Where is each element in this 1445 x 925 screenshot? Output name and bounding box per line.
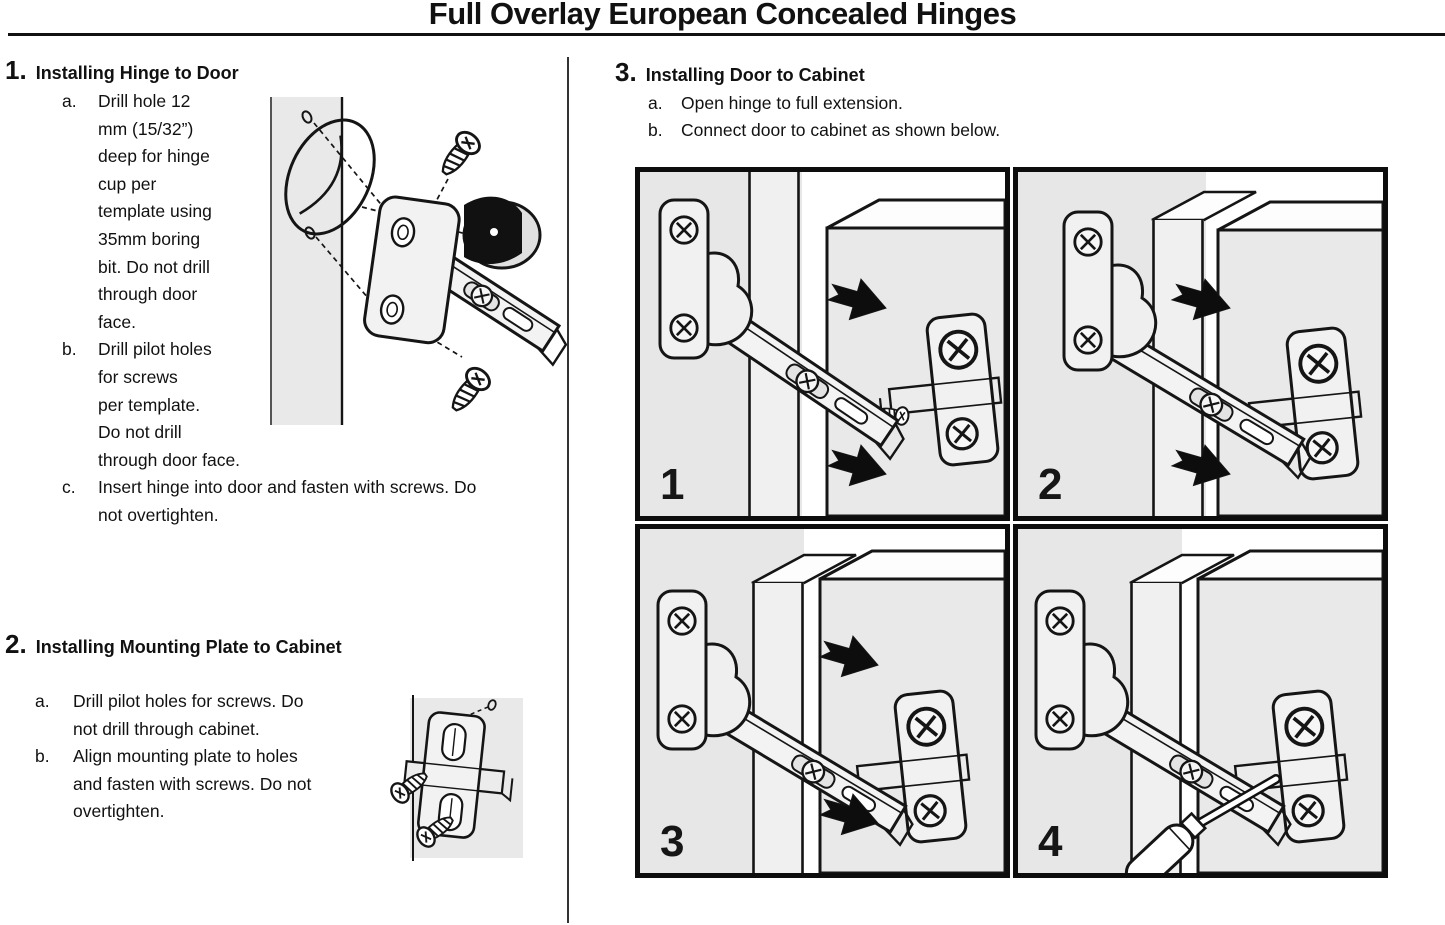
hinge-cup-plate bbox=[660, 200, 752, 358]
item-text: Align mounting plate to holes and fasten… bbox=[73, 746, 312, 822]
cabinet-board bbox=[825, 198, 1005, 516]
hinge-cup-plate bbox=[658, 591, 750, 749]
item-label: b. bbox=[648, 120, 663, 140]
door-panel bbox=[270, 97, 342, 425]
item-text: Insert hinge into door and fasten with s… bbox=[98, 477, 477, 525]
step-4-illustration bbox=[1018, 529, 1383, 873]
item-label: a. bbox=[35, 691, 50, 711]
section-1-list: a. Drill hole 12 mm (15/32”) deep for hin… bbox=[62, 88, 476, 530]
cup-plate bbox=[363, 195, 461, 345]
item-text: Drill pilot holes for screws per templat… bbox=[98, 339, 241, 470]
page-title: Full Overlay European Concealed Hinges bbox=[428, 0, 1017, 31]
step-panel-1: 1 bbox=[635, 167, 1010, 521]
step-number: 4 bbox=[1038, 817, 1063, 866]
step-2-illustration bbox=[1018, 172, 1383, 516]
list-item: b. Align mounting plate to holes and fast… bbox=[35, 743, 311, 826]
section-1-heading: 1. Installing Hinge to Door bbox=[5, 55, 239, 86]
section-number: 3. bbox=[615, 57, 637, 87]
section-3-heading: 3. Installing Door to Cabinet bbox=[615, 57, 865, 88]
section-title: Installing Mounting Plate to Cabinet bbox=[35, 637, 342, 657]
section-title: Installing Door to Cabinet bbox=[645, 65, 865, 85]
section-title: Installing Hinge to Door bbox=[35, 63, 239, 83]
list-item: c. Insert hinge into door and fasten with… bbox=[62, 474, 476, 529]
section-2-list: a. Drill pilot holes for screws. Do not d… bbox=[35, 688, 311, 826]
item-label: a. bbox=[62, 91, 77, 111]
hinge-cup-plate bbox=[1064, 212, 1156, 370]
step-panel-4: 4 bbox=[1013, 524, 1388, 878]
item-label: b. bbox=[35, 746, 50, 767]
hinge-to-door-diagram bbox=[270, 97, 568, 425]
screwdriver-icon bbox=[1124, 774, 1281, 873]
installation-steps-grid: 1 bbox=[635, 167, 1388, 878]
step-3-illustration bbox=[640, 529, 1005, 873]
item-text: Open hinge to full extension. bbox=[681, 93, 903, 113]
pilot-hole bbox=[304, 226, 316, 240]
list-item: a. Drill hole 12 mm (15/32”) deep for hin… bbox=[62, 88, 476, 336]
step-number: 1 bbox=[660, 460, 685, 509]
screw-icon bbox=[433, 126, 486, 183]
item-label: c. bbox=[62, 477, 76, 498]
step-panel-2: 2 bbox=[1013, 167, 1388, 521]
pilot-hole bbox=[301, 110, 313, 124]
step-1-illustration bbox=[640, 172, 1005, 516]
section-number: 2. bbox=[5, 629, 27, 659]
list-item: a. Open hinge to full extension. bbox=[648, 90, 1000, 117]
step-panel-3: 3 bbox=[635, 524, 1010, 878]
hinge-cup-plate bbox=[1036, 591, 1128, 749]
hinge-arm bbox=[431, 252, 568, 367]
column-divider bbox=[567, 57, 569, 923]
item-text: Drill pilot holes for screws. Do not dri… bbox=[73, 691, 304, 739]
section-3-list: a. Open hinge to full extension. b. Connec… bbox=[648, 90, 1000, 144]
screw-icon bbox=[443, 362, 496, 419]
section-2-heading: 2. Installing Mounting Plate to Cabinet bbox=[5, 629, 342, 660]
item-text: Drill hole 12 mm (15/32”) deep for hinge… bbox=[98, 91, 212, 332]
item-label: b. bbox=[62, 339, 77, 360]
section-number: 1. bbox=[5, 55, 27, 85]
list-item: a. Drill pilot holes for screws. Do not d… bbox=[35, 688, 311, 743]
step-number: 3 bbox=[660, 817, 685, 866]
list-item: b. Connect door to cabinet as shown below… bbox=[648, 117, 1000, 144]
title-underline bbox=[8, 33, 1445, 36]
list-item: b. Drill pilot holes for screws per templ… bbox=[62, 336, 476, 474]
mounting-plate-diagram bbox=[388, 695, 523, 861]
item-label: a. bbox=[648, 93, 663, 113]
pilot-hole bbox=[487, 699, 497, 711]
item-text: Connect door to cabinet as shown below. bbox=[681, 120, 1001, 140]
step-number: 2 bbox=[1038, 460, 1063, 509]
